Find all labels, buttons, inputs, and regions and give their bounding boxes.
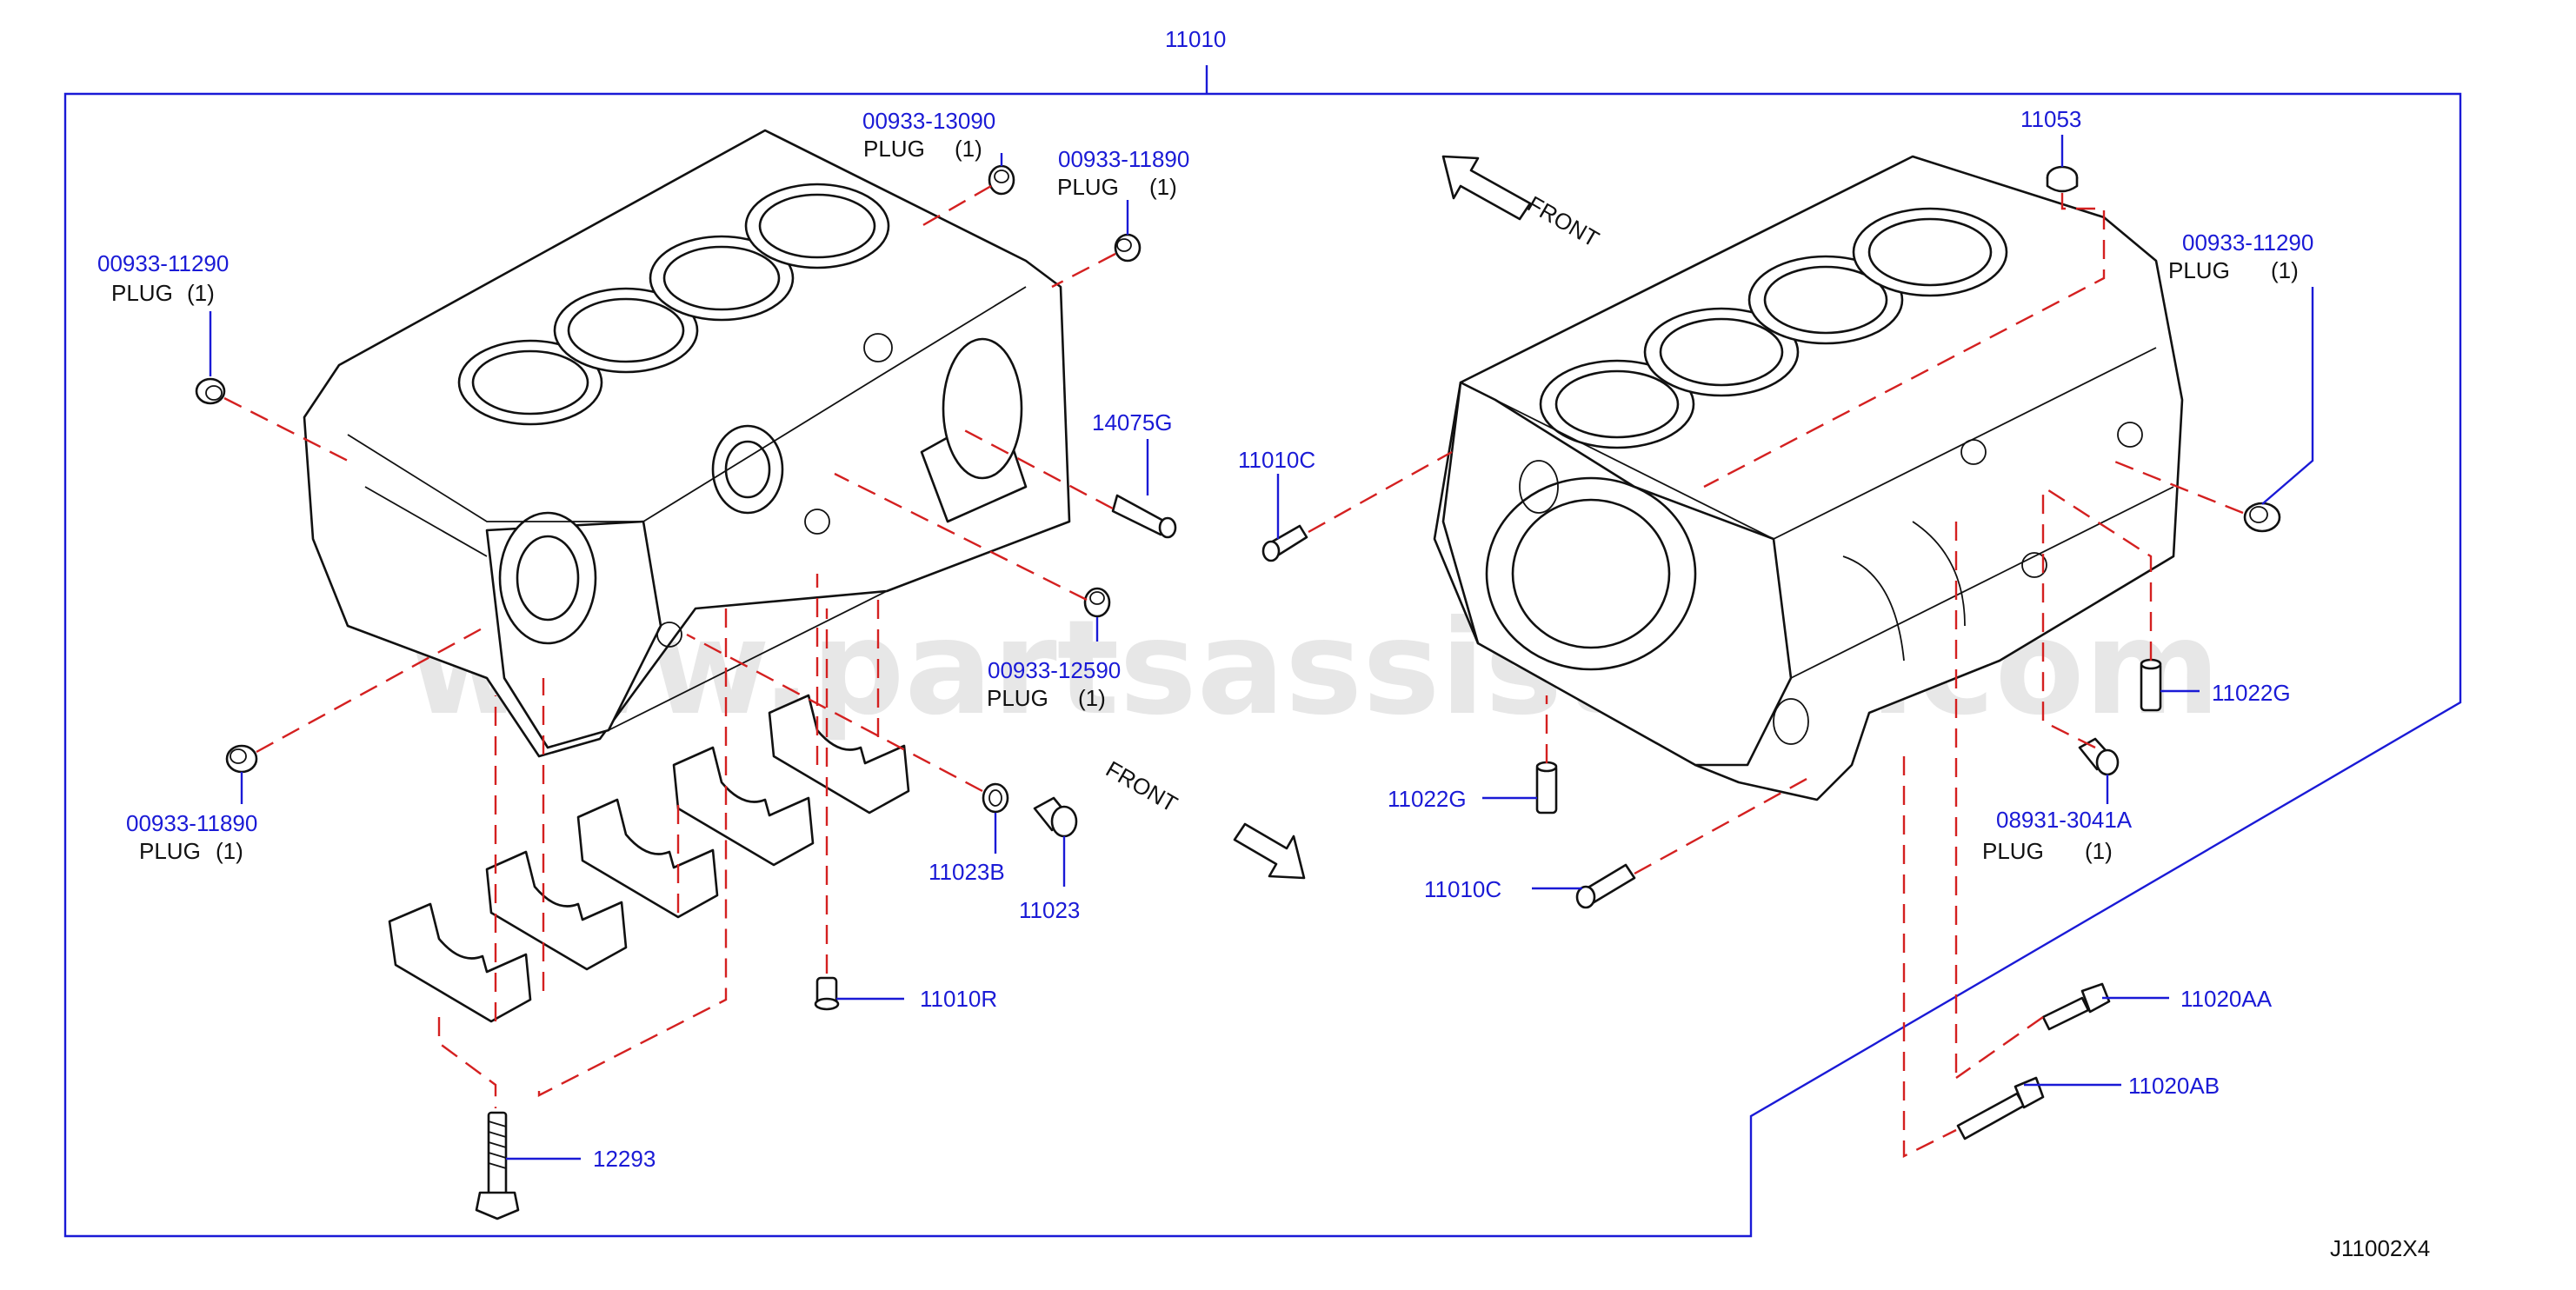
label-00933-11290-left-qty: (1) bbox=[187, 280, 215, 306]
label-08931-3041A-qty: (1) bbox=[2085, 838, 2113, 864]
main-bearing-caps bbox=[388, 694, 910, 1023]
label-11023B: 11023B bbox=[929, 859, 1005, 885]
dowel-11022G-right-icon bbox=[2140, 658, 2162, 712]
label-11020AB: 11020AB bbox=[2128, 1073, 2220, 1099]
label-00933-11890-top-desc: PLUG bbox=[1057, 174, 1119, 200]
label-00933-11890-bottom: 00933-11890 bbox=[126, 810, 257, 836]
dowel-11010C-bottom-icon bbox=[1575, 863, 1636, 909]
label-00933-11290-right: 00933-11290 bbox=[2182, 229, 2313, 256]
label-00933-11290-left-desc: PLUG bbox=[111, 280, 173, 306]
label-00933-11890-top-qty: (1) bbox=[1149, 174, 1177, 200]
label-00933-11290-right-qty: (1) bbox=[2271, 257, 2299, 283]
label-00933-11890-bottom-qty: (1) bbox=[216, 838, 243, 864]
bolt-11020AB-icon bbox=[1956, 1076, 2045, 1140]
plug-00933-11890-bottom-icon bbox=[225, 744, 258, 774]
plug-00933-11290-right-icon bbox=[2243, 502, 2281, 533]
label-11053: 11053 bbox=[2020, 106, 2081, 132]
bolt-11020AA-icon bbox=[2041, 982, 2111, 1031]
plug-08931-3041A-icon bbox=[2078, 737, 2120, 776]
plug-00933-13090-icon bbox=[988, 164, 1015, 196]
label-00933-11290-left: 00933-11290 bbox=[97, 250, 229, 276]
washer-11023B-icon bbox=[982, 782, 1009, 814]
plug-00933-11890-top-icon bbox=[1114, 233, 1142, 263]
label-00933-11890-bottom-desc: PLUG bbox=[139, 838, 201, 864]
label-11010: 11010 bbox=[1165, 26, 1226, 52]
assembly-frame bbox=[63, 65, 2462, 1238]
label-08931-3041A-desc: PLUG bbox=[1982, 838, 2044, 864]
label-11010C-top: 11010C bbox=[1238, 447, 1315, 473]
drain-plug-11023-icon bbox=[1033, 796, 1078, 838]
label-00933-12590-qty: (1) bbox=[1078, 685, 1106, 711]
label-11022G-right: 11022G bbox=[2212, 680, 2291, 706]
label-00933-12590-desc: PLUG bbox=[987, 685, 1048, 711]
plug-00933-12590-icon bbox=[1083, 587, 1111, 618]
bolt-12293-icon bbox=[475, 1111, 520, 1220]
label-00933-13090: 00933-13090 bbox=[862, 108, 995, 134]
label-00933-13090-qty: (1) bbox=[955, 136, 982, 162]
label-00933-11290-right-desc: PLUG bbox=[2168, 257, 2230, 283]
part-labels: 11010 00933-13090 PLUG (1) 00933-11890 P… bbox=[97, 26, 2430, 1261]
dowel-14075G-icon bbox=[1111, 494, 1177, 539]
label-08931-3041A: 08931-3041A bbox=[1996, 807, 2133, 833]
label-11020AA: 11020AA bbox=[2180, 986, 2273, 1012]
dowel-11022G-left-icon bbox=[1535, 761, 1558, 815]
right-small-parts bbox=[1261, 165, 2281, 1140]
left-cylinder-block bbox=[303, 129, 1071, 758]
front-arrow-bottom-icon bbox=[1233, 822, 1306, 880]
label-00933-11890-top: 00933-11890 bbox=[1058, 146, 1189, 172]
label-11023: 11023 bbox=[1019, 897, 1080, 923]
label-11010C-bottom: 11010C bbox=[1424, 876, 1501, 902]
label-11010R: 11010R bbox=[920, 986, 997, 1012]
label-11022G-left: 11022G bbox=[1388, 786, 1467, 812]
label-12293: 12293 bbox=[593, 1146, 656, 1172]
label-14075G: 14075G bbox=[1092, 409, 1173, 436]
label-00933-12590: 00933-12590 bbox=[988, 657, 1121, 683]
plug-00933-11290-left-icon bbox=[195, 377, 226, 405]
dowel-11010R-icon bbox=[814, 976, 840, 1011]
dowel-11010C-top-icon bbox=[1261, 524, 1308, 562]
right-cylinder-block bbox=[1433, 155, 2184, 801]
leader-lines bbox=[209, 135, 2314, 1160]
front-label-top: FRONT bbox=[1523, 190, 1604, 252]
plug-11053-icon bbox=[2046, 165, 2079, 193]
front-arrow-top-icon bbox=[1441, 155, 1532, 221]
front-label-bottom: FRONT bbox=[1102, 755, 1182, 817]
assembly-dashed-lines bbox=[223, 184, 2244, 1158]
diagram-code: J11002X4 bbox=[2330, 1235, 2430, 1261]
label-00933-13090-desc: PLUG bbox=[863, 136, 925, 162]
